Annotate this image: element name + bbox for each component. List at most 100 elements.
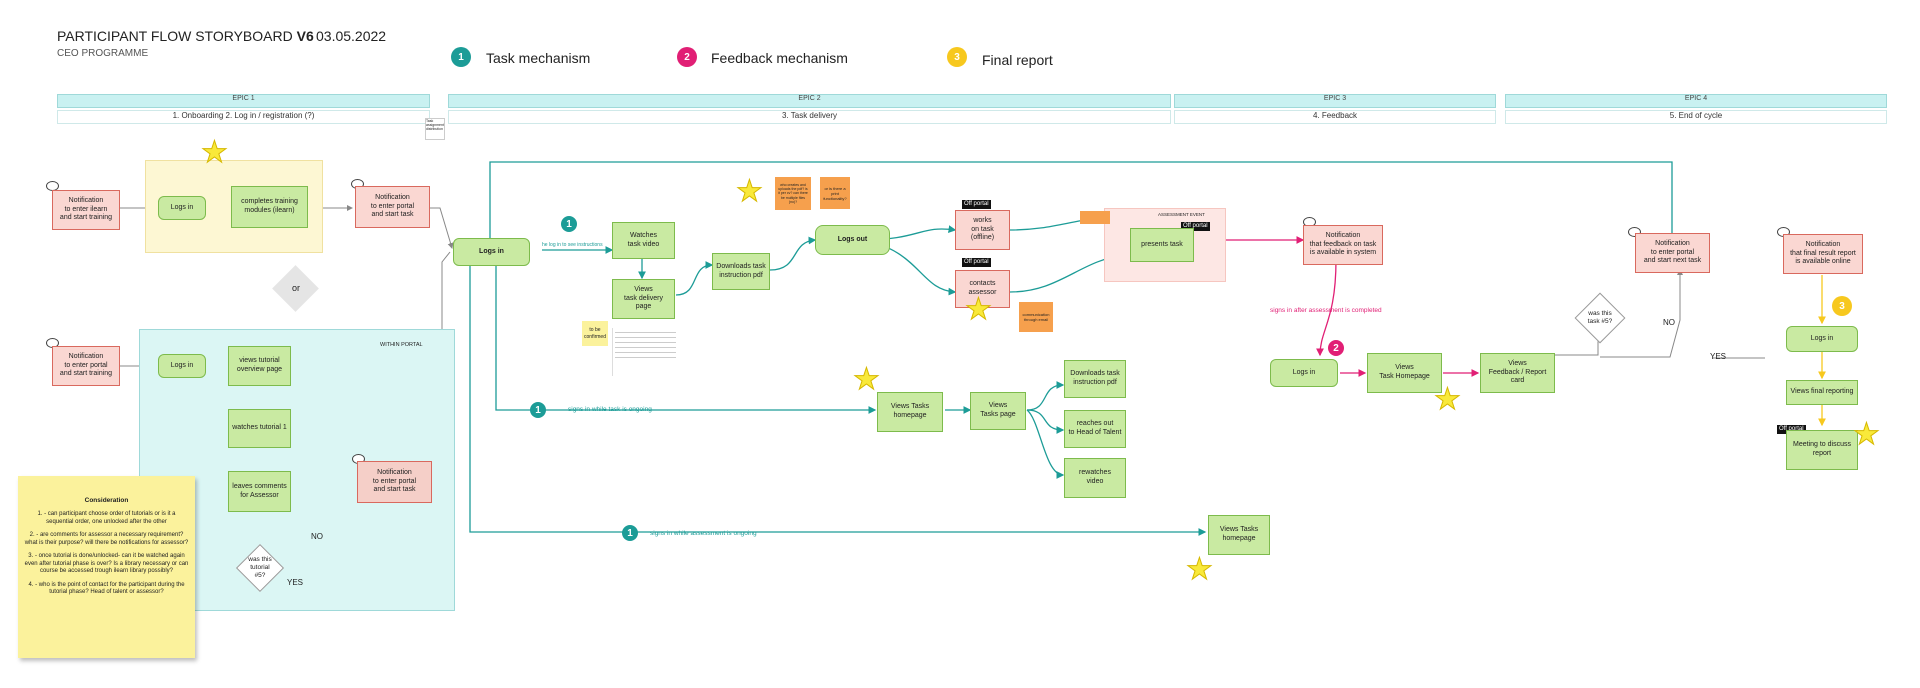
epic-3-band: EPIC 3: [1174, 94, 1496, 108]
star-icon: ★: [965, 293, 993, 326]
who-creates-note: who creates and uploads the pdf? is it p…: [775, 177, 811, 210]
legend-badge-2: 2: [677, 47, 697, 67]
reaches-out: reaches out to Head of Talent: [1064, 410, 1126, 448]
label-yes: YES: [287, 578, 304, 587]
rewatches-video: rewatches video: [1064, 458, 1126, 498]
star-icon: ★: [1853, 418, 1881, 451]
views-task-delivery: Views task delivery page: [612, 279, 675, 319]
views-tasks-page: Views Tasks page: [970, 392, 1026, 430]
he-log-label: he log in to see instructions: [542, 242, 603, 248]
notif-portal-training: Notification to enter portal and start t…: [52, 346, 120, 386]
title-main: PARTICIPANT FLOW STORYBOARD: [57, 28, 293, 44]
legend-label-3: Final report: [982, 52, 1053, 68]
consideration-item: 4. - who is the point of contact for the…: [28, 581, 185, 596]
off-portal-tag: Off portal: [1777, 425, 1806, 435]
edge: [1026, 409, 1065, 479]
page-title: PARTICIPANT FLOW STORYBOARD V6: [57, 28, 314, 44]
views-final: Views final reporting: [1786, 380, 1858, 405]
signs-assessment-label: signs in while assessment is ongoing: [650, 530, 757, 537]
contacts-assessor: contacts assessor: [955, 270, 1010, 308]
star-icon: ★: [1186, 553, 1214, 586]
legend-label-1: Task mechanism: [486, 50, 591, 66]
consideration-item: 2. - are comments for assessor a necessa…: [24, 532, 189, 546]
label-yes: YES: [1710, 352, 1727, 361]
within-portal-label: WITHIN PORTAL: [380, 342, 423, 348]
downloads-pdf: Downloads task instruction pdf: [712, 253, 770, 290]
epic-1-name: EPIC 1: [232, 95, 255, 102]
communication-note: communication through email: [1019, 302, 1053, 332]
badge-1: 1: [622, 525, 638, 541]
was-task: was this task #5?: [1587, 309, 1613, 325]
print-note: or is there a print functionality?: [820, 177, 850, 209]
watches-tutorial: watches tutorial 1: [228, 409, 291, 448]
consideration-item: 1. - can participant choose order of tut…: [37, 511, 176, 525]
off-portal-tag: Off portal: [1181, 222, 1210, 232]
or-label: or: [291, 283, 300, 293]
views-task-homepage-fb: Views Task Homepage: [1367, 353, 1442, 393]
epic-4-name: EPIC 4: [1684, 95, 1708, 102]
notif-portal-task-2: Notification to enter portal and start t…: [357, 461, 432, 503]
edge: [1600, 269, 1683, 358]
label-no: NO: [311, 532, 323, 541]
consideration-title: Consideration: [84, 497, 129, 504]
presents-task: presents task: [1130, 228, 1194, 262]
assessment-note: [1080, 211, 1110, 224]
badge-3: 3: [1832, 296, 1852, 316]
views-feedback: Views Feedback / Report card: [1480, 353, 1555, 393]
assessment-event-label: ASSESSMENT EVENT: [1158, 212, 1205, 217]
edge: [1316, 259, 1337, 357]
notif-next-task: Notification to enter portal and start n…: [1635, 233, 1710, 273]
downloads-pdf-2: Downloads task instruction pdf: [1064, 360, 1126, 398]
epic-1-desc: 1. Onboarding 2. Log in / registration (…: [57, 110, 430, 124]
badge-1: 1: [561, 216, 577, 232]
login-portal: Logs in: [158, 354, 206, 378]
leaves-comments: leaves comments for Assessor: [228, 471, 291, 512]
page-date: 03.05.2022: [316, 28, 387, 44]
consideration-note: Consideration 1. - can participant choos…: [18, 476, 195, 658]
star-icon: ★: [201, 136, 229, 169]
epic-1-band: EPIC 1: [57, 94, 430, 108]
title-version: V6: [296, 28, 314, 44]
edge: [1026, 409, 1065, 434]
watches-task-video: Watches task video: [612, 222, 675, 259]
epic-3-name: EPIC 3: [1323, 95, 1347, 102]
final-login: Logs in: [1786, 326, 1858, 352]
logs-out: Logs out: [815, 225, 890, 255]
epic-2-name: EPIC 2: [798, 95, 821, 102]
edge: [1520, 335, 1599, 356]
star-icon: ★: [853, 363, 881, 396]
signs-ongoing-label: signs in while task is ongoing: [568, 406, 652, 413]
edge: [495, 255, 877, 414]
task-info-list: [612, 328, 678, 376]
star-icon: ★: [736, 175, 764, 208]
off-portal-tag: Off portal: [962, 258, 991, 268]
login-ilearn: Logs in: [158, 196, 206, 220]
notif-portal-task: Notification to enter portal and start t…: [355, 186, 430, 228]
page-subtitle: CEO PROGRAMME: [57, 48, 149, 59]
task-assignment-note: Task assignment distribution: [425, 118, 445, 140]
complete-training: completes training modules (ilearn): [231, 186, 308, 228]
consideration-item: 3. - once tutorial is done/unlocked- can…: [24, 553, 189, 575]
edge: [769, 236, 817, 271]
edge: [469, 255, 1207, 536]
badge-1: 1: [530, 402, 546, 418]
edge: [1026, 381, 1065, 411]
to-be-confirmed-note: to be confirmed: [582, 321, 608, 346]
main-login: Logs in: [453, 238, 530, 266]
notif-final: Notification that final result report is…: [1783, 234, 1863, 274]
signs-after-label: signs in after assessment is completed: [1270, 307, 1382, 314]
legend-badge-1: 1: [451, 47, 471, 67]
off-portal-tag: Off portal: [962, 200, 991, 210]
edge: [430, 207, 454, 249]
was-tutorial: was this tutorial #5?: [248, 555, 272, 580]
legend-label-2: Feedback mechanism: [711, 50, 848, 66]
works-offline: works on task (offline): [955, 210, 1010, 250]
epic-4-band: EPIC 4: [1505, 94, 1887, 108]
envelope-icon: [1628, 227, 1641, 237]
meeting: Meeting to discuss report: [1786, 430, 1858, 470]
notif-feedback: Notification that feedback on task is av…: [1303, 225, 1383, 265]
epic-2-desc: 3. Task delivery: [448, 110, 1171, 124]
epic-3-desc: 4. Feedback: [1174, 110, 1496, 124]
epic-4-desc: 5. End of cycle: [1505, 110, 1887, 124]
